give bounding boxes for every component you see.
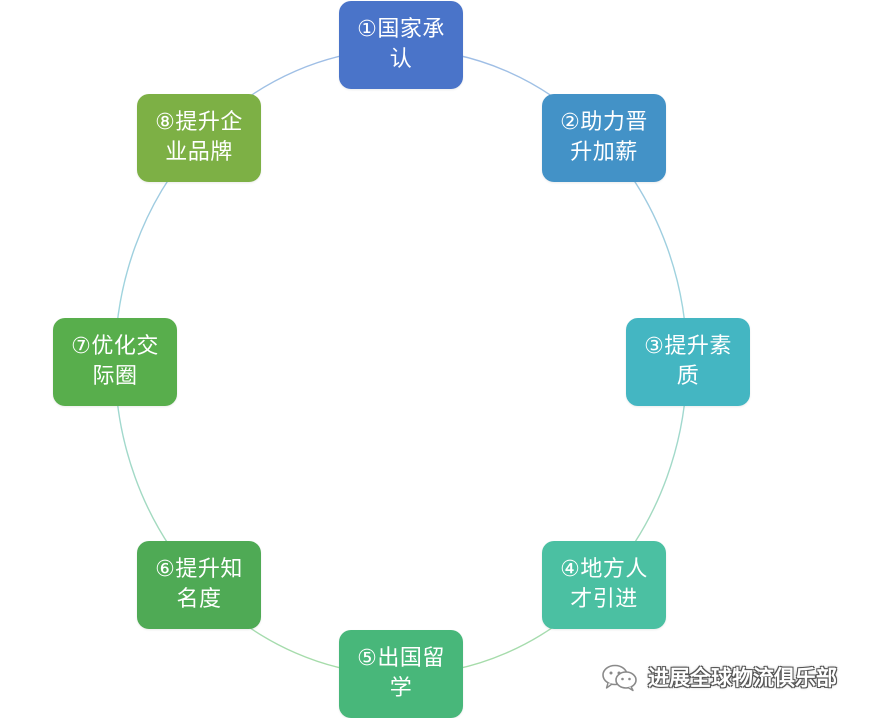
node-label: ③提升素质 (644, 334, 732, 389)
node-5-study-abroad: ⑤出国留学 (339, 630, 463, 718)
node-label: ②助力晋升加薪 (560, 110, 648, 165)
node-1-national-recognition: ①国家承认 (339, 1, 463, 89)
wechat-icon (602, 664, 637, 692)
node-label: ④地方人才引进 (560, 557, 648, 612)
node-2-promotion-raise: ②助力晋升加薪 (542, 94, 666, 182)
node-label: ①国家承认 (357, 17, 445, 72)
node-6-visibility: ⑥提升知名度 (137, 541, 261, 629)
node-label: ⑦优化交际圈 (71, 334, 159, 389)
node-label: ⑧提升企业品牌 (155, 110, 243, 165)
node-7-social-circle: ⑦优化交际圈 (53, 318, 177, 406)
watermark: 进展全球物流俱乐部 (600, 662, 837, 692)
node-8-brand: ⑧提升企业品牌 (137, 94, 261, 182)
node-4-talent-introduction: ④地方人才引进 (542, 541, 666, 629)
node-label: ⑤出国留学 (357, 646, 445, 701)
node-label: ⑥提升知名度 (155, 557, 243, 612)
node-3-improve-quality: ③提升素质 (626, 318, 750, 406)
watermark-text: 进展全球物流俱乐部 (648, 666, 837, 690)
